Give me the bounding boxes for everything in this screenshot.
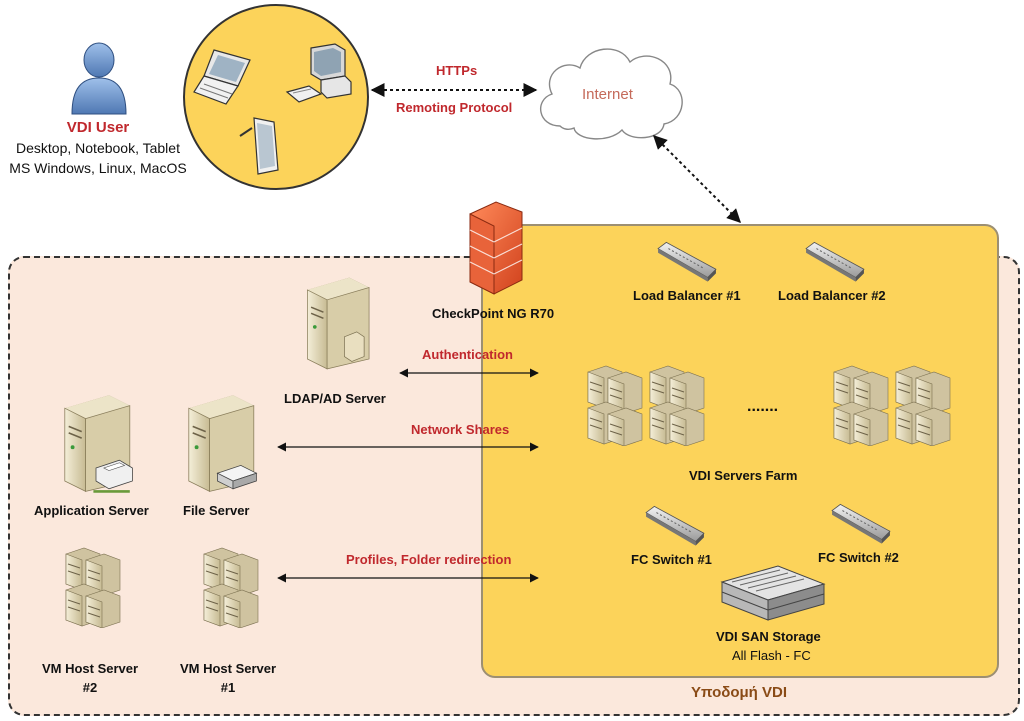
internet-cloud-icon: [539, 48, 683, 140]
internet-label: Internet: [582, 86, 633, 103]
user-os-text: MS Windows, Linux, MacOS: [9, 160, 187, 176]
vm-host-server-2-number: #2: [82, 680, 98, 695]
vm-host-server-1-label: VM Host Server: [179, 661, 277, 676]
san-storage-icon: [720, 565, 826, 621]
authentication-label: Authentication: [422, 347, 513, 362]
firewall-icon: [469, 201, 523, 295]
vm-host-server-1-number: #1: [220, 680, 236, 695]
https-label: HTTPs: [436, 63, 478, 78]
san-storage-sublabel: All Flash - FC: [732, 648, 811, 663]
profiles-folder-redirection-label: Profiles, Folder redirection: [346, 552, 512, 567]
firewall-label: CheckPoint NG R70: [432, 306, 555, 321]
load-balancer-1-label: Load Balancer #1: [633, 288, 741, 303]
servers-ellipsis: .......: [747, 398, 779, 415]
file-server-icon: [180, 390, 258, 494]
user-devices-text: Desktop, Notebook, Tablet: [16, 140, 180, 156]
user-icon: [71, 42, 127, 115]
user-title: VDI User: [66, 119, 130, 136]
file-server-label: File Server: [183, 503, 250, 518]
ldap-server-label: LDAP/AD Server: [284, 391, 386, 406]
vm-host-server-2-label: VM Host Server: [41, 661, 139, 676]
remoting-protocol-label: Remoting Protocol: [396, 100, 513, 115]
load-balancer-2-label: Load Balancer #2: [778, 288, 886, 303]
application-server-label: Application Server: [34, 503, 149, 518]
application-server-icon: [56, 390, 133, 493]
laptop-icon: [193, 49, 251, 105]
tablet-icon: [239, 117, 279, 175]
vdi-infrastructure-label: Υποδομή VDI: [691, 684, 788, 701]
ldap-server-icon: [300, 272, 374, 372]
fc-switch-2-label: FC Switch #2: [818, 550, 899, 565]
fc-switch-1-label: FC Switch #1: [631, 552, 712, 567]
vdi-servers-farm-label: VDI Servers Farm: [689, 468, 798, 483]
desktop-computer-icon: [285, 43, 352, 103]
san-storage-label: VDI SAN Storage: [716, 629, 821, 644]
network-shares-label: Network Shares: [411, 422, 510, 437]
